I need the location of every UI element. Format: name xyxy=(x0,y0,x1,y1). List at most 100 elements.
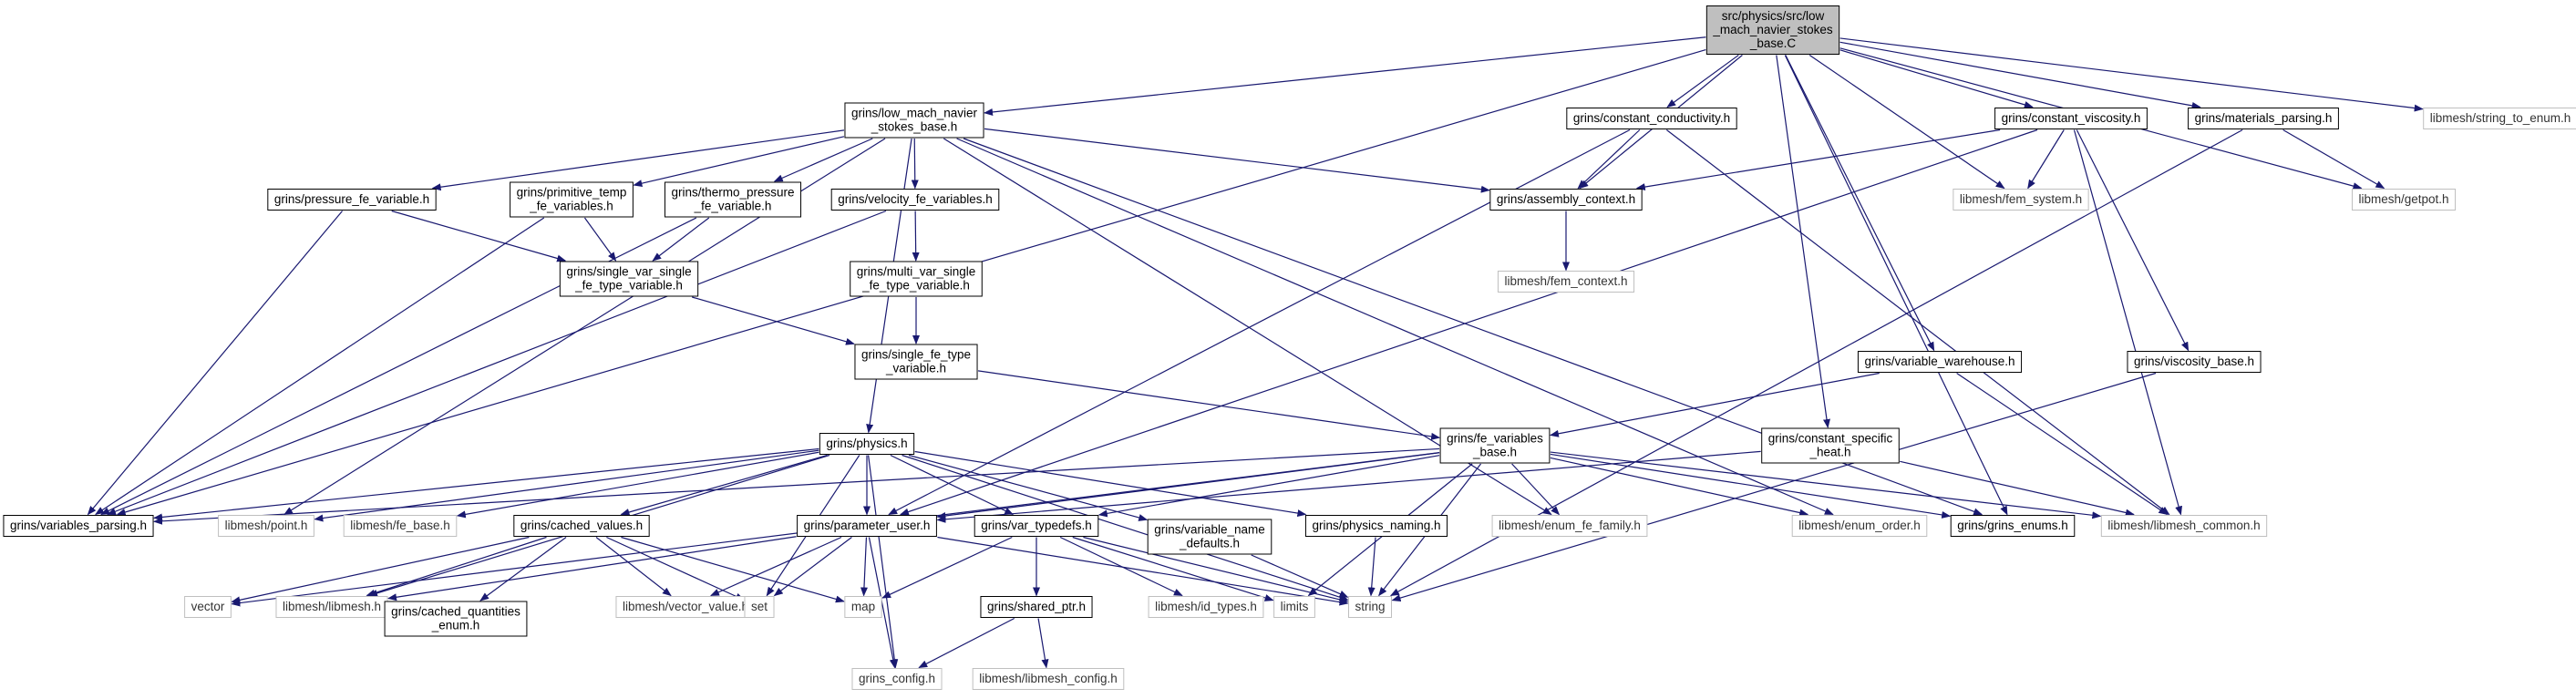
node-label-fes-0: libmesh/fem_system.h xyxy=(1960,192,2082,206)
edge-root-to-vw xyxy=(1785,55,1935,352)
node-label-string-0: string xyxy=(1355,600,1385,613)
node-box-cqe xyxy=(384,601,528,637)
node-label-vector-0: vector xyxy=(191,600,225,613)
edge-mp-to-getpot xyxy=(2282,128,2385,190)
node-lmconf: libmesh/libmesh_config.h xyxy=(972,668,1125,690)
node-box-fevb xyxy=(1439,427,1551,464)
node-svsft[interactable]: grins/single_var_single_fe_type_variable… xyxy=(559,261,699,297)
edge-sp-to-lmconf xyxy=(1037,618,1049,669)
node-label-pu-0: grins/parameter_user.h xyxy=(804,519,931,532)
node-vp[interactable]: grins/variables_parsing.h xyxy=(3,515,154,537)
edge-cv-to-lmc xyxy=(2073,129,2182,516)
edge-fevb-to-ge xyxy=(1550,453,1952,519)
node-label-vp-0: grins/variables_parsing.h xyxy=(10,519,147,532)
node-mvsft[interactable]: grins/multi_var_single_fe_type_variable.… xyxy=(850,261,983,297)
node-box-limits xyxy=(1273,596,1315,618)
node-vfv[interactable]: grins/velocity_fe_variables.h xyxy=(830,189,1000,211)
node-label-point-0: libmesh/point.h xyxy=(225,519,308,532)
node-label-ge-0: grins/grins_enums.h xyxy=(1957,519,2068,532)
node-box-ac xyxy=(1489,189,1643,211)
node-pu[interactable]: grins/parameter_user.h xyxy=(797,515,937,537)
node-box-vw xyxy=(1857,351,2023,373)
edge-tpfv-to-svsft xyxy=(652,217,710,262)
edge-vb-to-string xyxy=(1391,372,2157,601)
edge-pu-to-map xyxy=(860,537,868,597)
edge-phys-to-point xyxy=(314,449,819,522)
edge-vw-to-lmc xyxy=(1956,373,2169,516)
edge-root-to-ste xyxy=(1839,37,2424,112)
node-box-root xyxy=(1705,5,1840,55)
edge-phys-to-string xyxy=(902,454,1349,601)
node-cv[interactable]: grins/constant_viscosity.h xyxy=(1994,108,2148,129)
node-vnd[interactable]: grins/variable_name_defaults.h xyxy=(1147,519,1273,555)
node-label-tpfv-1: _fe_variable.h xyxy=(694,200,772,213)
node-label-vw-0: grins/variable_warehouse.h xyxy=(1864,355,2014,368)
node-box-sft xyxy=(854,344,978,380)
node-fevb[interactable]: grins/fe_variables_base.h xyxy=(1439,427,1551,464)
edge-csh-to-pu xyxy=(936,450,1761,523)
node-vw[interactable]: grins/variable_warehouse.h xyxy=(1857,351,2023,373)
node-label-lmnsb-1: _stokes_base.h xyxy=(871,120,958,134)
node-label-phys-0: grins/physics.h xyxy=(826,437,907,450)
node-label-svsft-1: _fe_type_variable.h xyxy=(574,279,683,293)
node-label-lmc-0: libmesh/libmesh_common.h xyxy=(2107,519,2260,532)
edge-sp-to-gconf xyxy=(918,617,1015,669)
edge-cvals-to-vector xyxy=(231,536,530,604)
node-vb[interactable]: grins/viscosity_base.h xyxy=(2127,351,2262,373)
edge-pu-to-libmesh xyxy=(387,536,797,601)
node-ptfv[interactable]: grins/primitive_temp_fe_variables.h xyxy=(510,181,634,218)
node-box-lmconf xyxy=(972,668,1125,690)
edge-vt-to-map xyxy=(881,536,1013,599)
node-label-ste-0: libmesh/string_to_enum.h xyxy=(2430,111,2571,125)
edge-cvals-to-map xyxy=(621,536,845,603)
node-vt[interactable]: grins/var_typedefs.h xyxy=(974,515,1099,537)
node-fes: libmesh/fem_system.h xyxy=(1953,189,2089,211)
node-csh[interactable]: grins/constant_specific_heat.h xyxy=(1761,427,1900,464)
node-label-eo-0: libmesh/enum_order.h xyxy=(1798,519,1921,532)
edge-phys-to-vt xyxy=(890,454,1015,516)
node-tpfv[interactable]: grins/thermo_pressure_fe_variable.h xyxy=(664,181,802,218)
node-box-idt xyxy=(1148,596,1264,618)
edge-fevb-to-vt xyxy=(1097,455,1440,518)
node-box-femc xyxy=(1497,271,1635,293)
node-phys[interactable]: grins/physics.h xyxy=(819,433,915,455)
node-label-root-0: src/physics/src/low xyxy=(1722,9,1825,23)
node-label-mvsft-0: grins/multi_var_single xyxy=(857,265,976,279)
node-box-vt xyxy=(974,515,1099,537)
node-box-cc xyxy=(1566,108,1737,129)
node-cqe[interactable]: grins/cached_quantities_enum.h xyxy=(384,601,528,637)
node-label-csh-0: grins/constant_specific xyxy=(1768,432,1893,446)
node-libmesh: libmesh/libmesh.h xyxy=(275,596,388,618)
node-cc[interactable]: grins/constant_conductivity.h xyxy=(1566,108,1737,129)
node-box-mvsft xyxy=(850,261,983,297)
node-box-sp xyxy=(980,596,1093,618)
node-label-set-0: set xyxy=(751,600,768,613)
edge-phys-to-vnd xyxy=(908,454,1149,521)
node-string: string xyxy=(1347,596,1393,618)
node-sp[interactable]: grins/shared_ptr.h xyxy=(980,596,1093,618)
node-mp[interactable]: grins/materials_parsing.h xyxy=(2188,108,2339,129)
edge-pu-to-set xyxy=(773,537,852,597)
node-ac[interactable]: grins/assembly_context.h xyxy=(1489,189,1643,211)
edge-cv-to-pu xyxy=(899,128,2038,516)
node-label-cc-0: grins/constant_conductivity.h xyxy=(1573,111,1730,125)
node-box-lmnsb xyxy=(844,102,984,139)
node-label-tpfv-0: grins/thermo_pressure xyxy=(671,186,794,200)
node-box-ge xyxy=(1950,515,2076,537)
edge-vfv-to-mvsft xyxy=(912,211,920,262)
node-label-ac-0: grins/assembly_context.h xyxy=(1497,192,1635,206)
node-label-vnd-1: _defaults.h xyxy=(1179,537,1240,550)
node-ge[interactable]: grins/grins_enums.h xyxy=(1950,515,2076,537)
edge-cvals-to-set xyxy=(606,536,745,601)
node-pfv[interactable]: grins/pressure_fe_variable.h xyxy=(267,189,437,211)
node-box-vector xyxy=(184,596,232,618)
node-box-lmc xyxy=(2100,515,2268,537)
node-label-cqe-0: grins/cached_quantities xyxy=(391,605,520,619)
node-pn[interactable]: grins/physics_naming.h xyxy=(1304,515,1448,537)
node-label-vt-0: grins/var_typedefs.h xyxy=(981,519,1092,532)
node-sft[interactable]: grins/single_fe_type_variable.h xyxy=(854,344,978,380)
node-lmnsb[interactable]: grins/low_mach_navier_stokes_base.h xyxy=(844,102,984,139)
node-cvals[interactable]: grins/cached_values.h xyxy=(513,515,650,537)
edge-root-to-cv xyxy=(1839,49,2034,108)
edge-cv-to-fes xyxy=(2027,129,2065,190)
